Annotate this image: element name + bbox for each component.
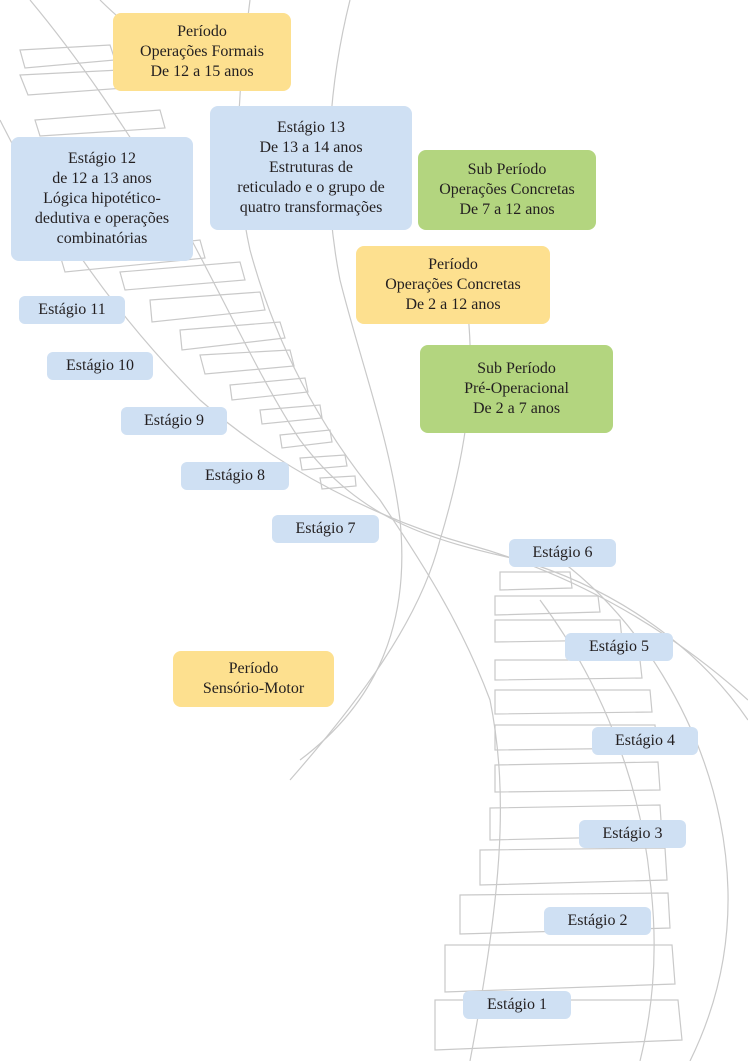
subperiod-pre-line2: Pré-Operacional [464, 380, 569, 397]
period-concretas-line2: Operações Concretas [385, 276, 521, 293]
period-sensorio-line1: Período [228, 660, 279, 677]
subperiod-pre-operacional: Sub Período Pré-Operacional De 2 a 7 ano… [420, 345, 613, 433]
stage-2-label: Estágio 2 [544, 907, 651, 935]
subperiod-concretas-line2: Operações Concretas [439, 181, 575, 198]
stage-13-line4: reticulado e o grupo de [237, 179, 385, 196]
stage-3-label: Estágio 3 [579, 820, 686, 848]
stage-12-line2: de 12 a 13 anos [52, 170, 152, 187]
period-operacoes-formais: Período Operações Formais De 12 a 15 ano… [113, 13, 291, 91]
stage-6-label: Estágio 6 [509, 539, 616, 567]
period-concretas-line3: De 2 a 12 anos [405, 296, 501, 313]
stage-12-line3: Lógica hipotético- [43, 190, 161, 207]
stage-12-line1: Estágio 12 [68, 150, 136, 167]
period-sensorio-motor: Período Sensório-Motor [173, 651, 334, 707]
subperiod-pre-line1: Sub Período [477, 360, 556, 377]
stage-13-box: Estágio 13 De 13 a 14 anos Estruturas de… [210, 106, 412, 230]
stage-4-label: Estágio 4 [592, 727, 698, 755]
stage-13-line5: quatro transformações [239, 199, 383, 216]
stage-13-line1: Estágio 13 [277, 119, 345, 136]
period-concretas-line1: Período [428, 256, 478, 273]
period-sensorio-line2: Sensório-Motor [202, 680, 305, 697]
subperiod-concretas-line1: Sub Período [467, 161, 547, 178]
stage-12-line5: combinatórias [56, 230, 148, 247]
stage-12-line4: dedutiva e operações [34, 210, 170, 227]
period-formais-line3: De 12 a 15 anos [150, 63, 254, 80]
stage-12-box: Estágio 12 de 12 a 13 anos Lógica hipoté… [11, 137, 193, 261]
period-operacoes-concretas: Período Operações Concretas De 2 a 12 an… [356, 246, 550, 324]
subperiod-pre-line3: De 2 a 7 anos [472, 400, 561, 417]
stage-13-line2: De 13 a 14 anos [259, 139, 363, 156]
stage-10-label: Estágio 10 [47, 352, 153, 380]
period-formais-line2: Operações Formais [140, 43, 264, 60]
stage-1-label: Estágio 1 [463, 991, 571, 1019]
stage-5-label: Estágio 5 [565, 633, 673, 661]
stage-13-line3: Estruturas de [269, 159, 353, 176]
stage-9-label: Estágio 9 [121, 407, 227, 435]
period-formais-line1: Período [177, 23, 227, 40]
stage-7-label: Estágio 7 [272, 515, 379, 543]
subperiod-concretas-line3: De 7 a 12 anos [459, 201, 555, 218]
stage-8-label: Estágio 8 [181, 462, 289, 490]
stage-11-label: Estágio 11 [19, 296, 125, 324]
subperiod-operacoes-concretas: Sub Período Operações Concretas De 7 a 1… [418, 150, 596, 230]
